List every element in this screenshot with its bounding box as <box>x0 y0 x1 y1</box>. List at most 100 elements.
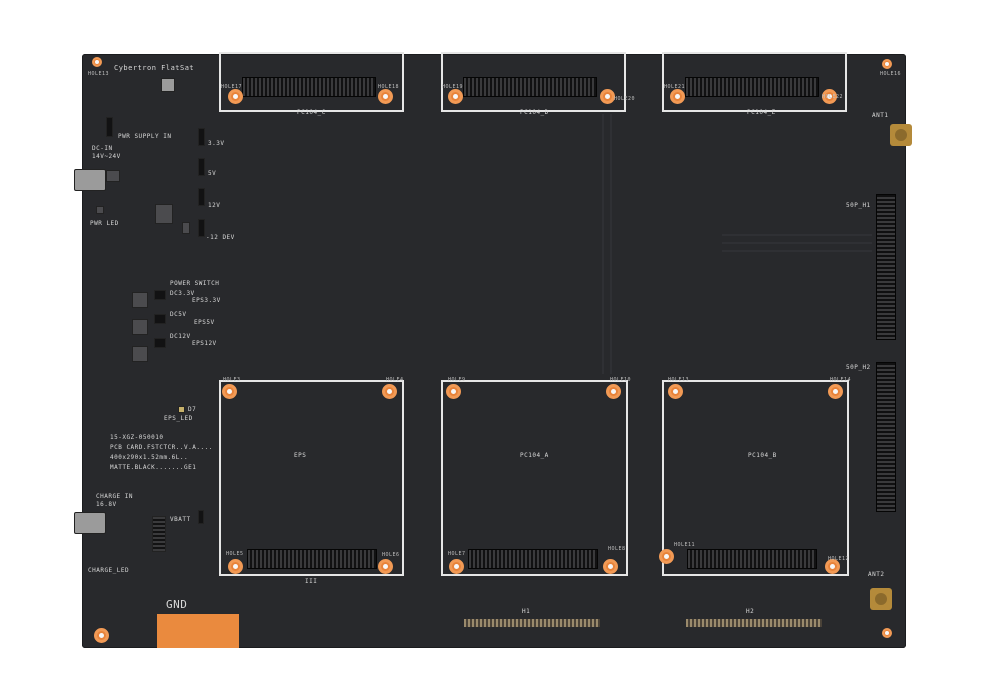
hole-label: HOLE14 <box>830 377 852 383</box>
charge-led-label: CHARGE_LED <box>88 567 130 574</box>
hole-label: HOLE20 <box>614 96 636 102</box>
mounting-hole <box>94 628 109 643</box>
battery-header <box>152 516 166 552</box>
slot-label-pc104-b: PC104_B <box>748 452 777 459</box>
slot-pc104-e <box>662 52 847 112</box>
slot-label-pc104-a: PC104_A <box>520 452 549 459</box>
charge-voltage-label: 16.8V <box>96 501 117 508</box>
v12-dev-label: -12 DEV <box>206 234 235 241</box>
mounting-hole <box>228 559 243 574</box>
pwr-supply-in-label: PWR SUPPLY IN <box>118 133 172 140</box>
v5-label: 5V <box>208 170 217 177</box>
fab-info-line: PCB CARD.FSTCTCR..V.A.... <box>110 444 213 451</box>
trace <box>602 114 604 374</box>
pin-row-h1 <box>464 619 600 627</box>
switch <box>154 338 166 348</box>
slot-label-pc104-e: PC104_E <box>747 109 776 116</box>
mounting-hole <box>600 89 615 104</box>
header-label-iii: III <box>305 578 318 585</box>
inductor <box>132 346 148 362</box>
side-header <box>876 194 896 340</box>
switch <box>154 314 166 324</box>
header-label-50p-h2: 50P_H2 <box>846 364 871 371</box>
jumper <box>198 158 205 176</box>
hole-label: HOLE22 <box>822 94 844 100</box>
mounting-hole <box>603 559 618 574</box>
slot-pc104-d <box>441 52 626 112</box>
fab-info-line: MATTE.BLACK.......GE1 <box>110 464 197 471</box>
dc5-label: DC5V <box>170 311 187 318</box>
trace <box>722 250 872 252</box>
jumper <box>198 510 204 524</box>
slot-label-pc104-d: PC104_D <box>520 109 549 116</box>
trace <box>722 234 872 236</box>
jumper <box>106 117 113 137</box>
hole-label: HOLE6 <box>382 552 400 558</box>
inductor <box>132 319 148 335</box>
mounting-hole <box>446 384 461 399</box>
slot-pc104-a <box>441 380 628 576</box>
led <box>96 206 104 214</box>
led <box>178 406 185 413</box>
mounting-hole <box>882 59 892 69</box>
ant2-label: ANT2 <box>868 571 885 578</box>
side-header <box>876 362 896 512</box>
charge-in-label: CHARGE IN <box>96 493 134 500</box>
hole-label: HOLE10 <box>610 377 632 383</box>
header-label-h2: H2 <box>746 608 755 615</box>
hole-label: HOLE12 <box>828 556 850 562</box>
pin-header <box>687 549 817 569</box>
qr-code <box>161 78 175 92</box>
power-switch-label: POWER SWITCH <box>170 280 220 287</box>
component <box>106 170 120 182</box>
ant1-label: ANT1 <box>872 112 889 119</box>
pin-header <box>463 77 597 97</box>
hole-label: HOLE7 <box>448 551 466 557</box>
jumper <box>198 128 205 146</box>
trace <box>610 114 612 374</box>
slot-label-eps: EPS <box>294 452 307 459</box>
sma-connector <box>890 124 912 146</box>
v33-label: 3.3V <box>208 140 225 147</box>
hole-label: HOLE9 <box>448 377 466 383</box>
brand-label: Cybertron FlatSat <box>114 64 195 72</box>
pcb-board: Cybertron FlatSat HOLE13 HOLE16 HOLE17 H… <box>74 52 912 648</box>
mounting-hole <box>382 384 397 399</box>
hole-label: HOLE11 <box>674 542 696 548</box>
pwr-led-label: PWR LED <box>90 220 119 227</box>
hole-label: HOLE4 <box>386 377 404 383</box>
mounting-hole <box>92 57 102 67</box>
hole-label: HOLE13 <box>668 377 690 383</box>
mounting-hole <box>448 89 463 104</box>
mounting-hole <box>378 559 393 574</box>
slot-pc104-c <box>219 52 404 112</box>
mounting-hole <box>228 89 243 104</box>
fab-info-line: 15-XGZ-050010 <box>110 434 164 441</box>
hole-label: HOLE21 <box>664 84 686 90</box>
charge-jack <box>74 512 106 534</box>
pin-header <box>685 77 819 97</box>
mounting-hole <box>449 559 464 574</box>
slot-label-pc104-c: PC104_C <box>297 109 326 116</box>
eps12-label: EPS12V <box>192 340 217 347</box>
mounting-hole <box>668 384 683 399</box>
hole-label: HOLE17 <box>221 84 243 90</box>
gnd-label: GND <box>166 598 188 611</box>
dc12-label: DC12V <box>170 333 191 340</box>
pin-header <box>242 77 376 97</box>
slot-eps <box>219 380 404 576</box>
component <box>182 222 190 234</box>
gnd-pad <box>157 614 239 648</box>
header-label-50p-h1: 50P_H1 <box>846 202 871 209</box>
inductor <box>155 204 173 224</box>
jumper <box>198 188 205 206</box>
hole-label: HOLE16 <box>880 71 902 77</box>
mounting-hole <box>822 89 837 104</box>
vbatt-label: VBATT <box>170 516 191 523</box>
v12-label: 12V <box>208 202 221 209</box>
eps33-label: EPS3.3V <box>192 297 221 304</box>
hole-label: HOLE13 <box>88 71 110 77</box>
trace <box>722 242 872 244</box>
hole-label: HOLE8 <box>608 546 626 552</box>
pin-header <box>247 549 377 569</box>
